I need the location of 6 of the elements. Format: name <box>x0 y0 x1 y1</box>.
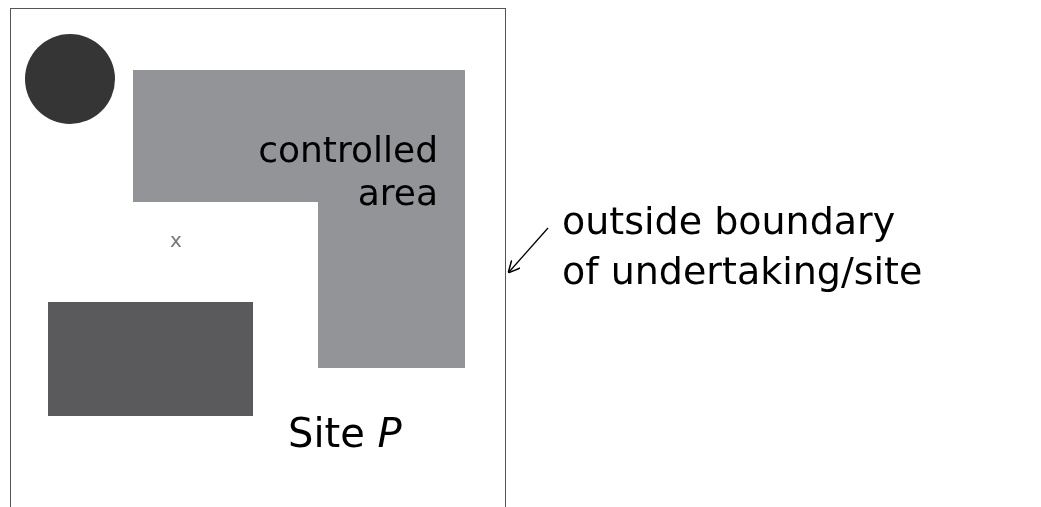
boundary-note: outside boundary of undertaking/site <box>562 196 932 296</box>
leader-arrow <box>507 227 549 274</box>
area-label: controlled area <box>257 128 438 215</box>
location-mark: x <box>170 228 182 252</box>
site-boundary <box>10 8 506 507</box>
site-label: Site P <box>288 409 402 457</box>
